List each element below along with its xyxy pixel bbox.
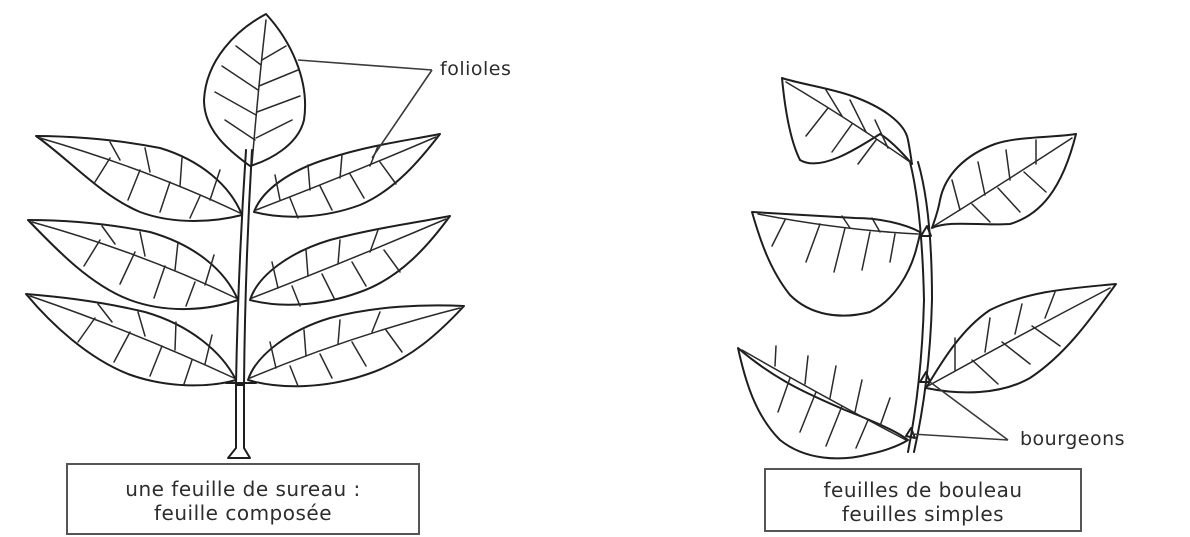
leaflet-upper-left bbox=[36, 136, 242, 221]
leaflets-pointer bbox=[298, 60, 432, 158]
elder-rachis bbox=[236, 150, 252, 385]
birch-leaf-5 bbox=[738, 346, 908, 458]
birch-caption-line-1: feuilles de bouleau bbox=[766, 478, 1080, 502]
elder-caption-line-2: feuille composée bbox=[68, 501, 418, 525]
birch-leaf-1 bbox=[782, 78, 912, 164]
leaflets-label: folioles bbox=[440, 58, 511, 80]
leaflet-middle-left bbox=[28, 220, 238, 309]
birch-caption-line-2: feuilles simples bbox=[766, 502, 1080, 526]
leaflet-lower-right bbox=[248, 305, 464, 386]
buds-label: bourgeons bbox=[1020, 428, 1125, 450]
elder-caption-box: une feuille de sureau : feuille composée bbox=[66, 463, 420, 535]
leaflet-middle-right bbox=[250, 216, 450, 306]
elder-petiole bbox=[228, 385, 250, 458]
birch-buds bbox=[906, 226, 931, 438]
terminal-leaflet bbox=[204, 14, 305, 166]
birch-branch bbox=[738, 78, 1116, 458]
birch-caption-box: feuilles de bouleau feuilles simples bbox=[764, 468, 1082, 532]
birch-leaf-3 bbox=[752, 212, 920, 316]
birch-leaf-2 bbox=[932, 134, 1076, 228]
leaflet-upper-right bbox=[254, 134, 440, 218]
birch-leaf-4 bbox=[926, 284, 1116, 392]
elder-caption-line-1: une feuille de sureau : bbox=[68, 477, 418, 501]
birch-twig bbox=[908, 162, 932, 452]
elder-compound-leaf bbox=[26, 14, 464, 458]
